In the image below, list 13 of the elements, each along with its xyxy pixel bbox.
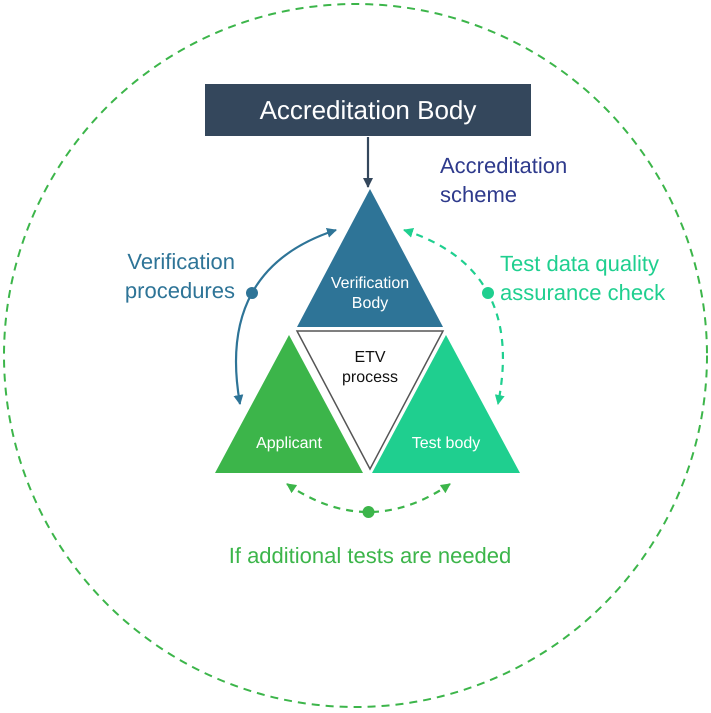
edge-label: If additional tests are needed xyxy=(228,542,512,570)
node-label: Verification Body xyxy=(330,274,410,314)
node-label: Applicant xyxy=(255,434,323,454)
arrow xyxy=(286,483,451,518)
edge-label: Test data quality assurance check xyxy=(500,250,666,307)
edge-label: Verification procedures xyxy=(124,248,235,305)
arrow xyxy=(403,228,504,405)
arrow xyxy=(363,137,373,188)
node-label: Test body xyxy=(410,434,482,454)
node-label: ETV process xyxy=(340,348,400,388)
title-box: Accreditation Body xyxy=(205,84,531,136)
edge-label: Accreditation scheme xyxy=(440,152,568,209)
arrow xyxy=(234,228,337,405)
